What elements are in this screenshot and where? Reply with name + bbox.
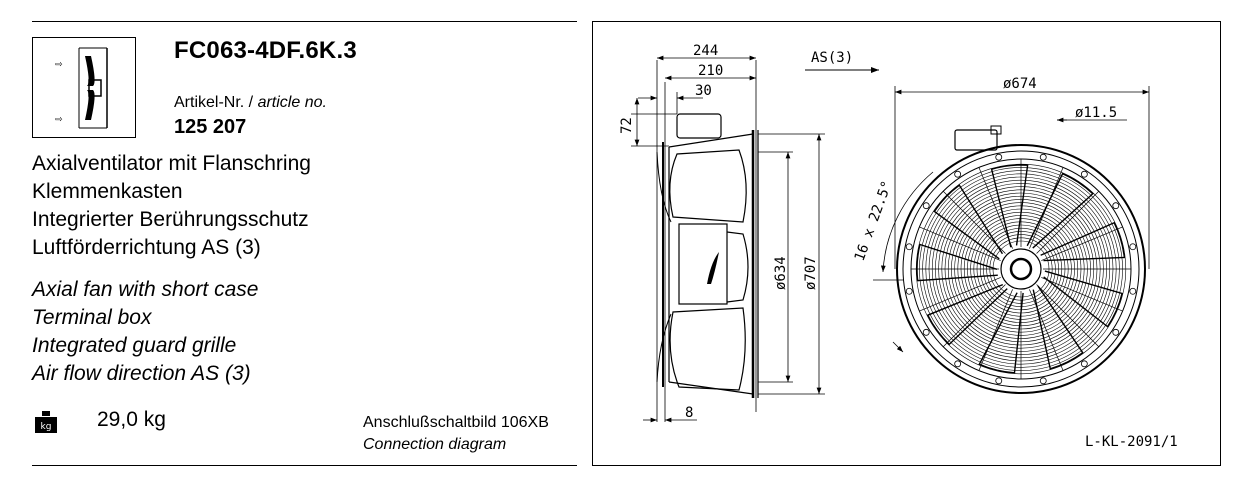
bottom-rule [32,465,577,466]
svg-text:⇨: ⇨ [55,115,63,125]
svg-text:kg: kg [41,422,52,432]
connection-label-en: Connection diagram [363,436,507,453]
front-view-dimensions [873,86,1150,353]
article-label: Artikel-Nr. / article no. [174,94,327,111]
dim-8: 8 [685,405,693,421]
kg-weight-icon: kg [34,410,58,434]
dim-210: 210 [698,63,723,79]
svg-text:⇨: ⇨ [55,60,63,70]
airflow-label: AS(3) [811,50,853,66]
dim-634: ø634 [773,256,789,290]
technical-drawing: 244 210 30 72 8 ø634 ø707 AS(3) [592,21,1221,466]
connection-label-de: Anschlußschaltbild 106XB [363,414,549,431]
dim-72: 72 [619,117,635,134]
fan-thumbnail-icon: ⇨ ⇨ [32,37,136,138]
top-rule [32,21,577,22]
description-line: Terminal box [32,306,152,329]
dim-674: ø674 [1003,76,1037,92]
description-line: Integrierter Berührungsschutz [32,208,309,231]
description-line: Axialventilator mit Flanschring [32,152,311,175]
dim-707: ø707 [803,256,819,290]
description-line: Air flow direction AS (3) [32,362,251,385]
description-line: Klemmenkasten [32,180,183,203]
dim-angle: 16 x 22.5° [852,179,896,264]
description-line: Integrated guard grille [32,334,237,357]
dim-11-5: ø11.5 [1075,105,1117,121]
article-number: 125 207 [174,116,247,138]
side-view [656,60,759,422]
connection-diagram-label: Anschlußschaltbild 106XB Connection diag… [363,412,549,456]
side-view-dimensions [631,55,825,423]
dim-30: 30 [695,83,712,99]
description-english: Axial fan with short case Terminal box I… [32,276,258,388]
weight-value: 29,0 kg [97,408,166,431]
drawing-number: L-KL-2091/1 [1085,434,1178,450]
dim-244: 244 [693,43,718,59]
front-view [896,125,1146,394]
description-line: Axial fan with short case [32,278,259,301]
description-line: Luftförderrichtung AS (3) [32,236,261,259]
product-model-title: FC063-4DF.6K.3 [174,37,357,64]
description-german: Axialventilator mit Flanschring Klemmenk… [32,150,311,262]
